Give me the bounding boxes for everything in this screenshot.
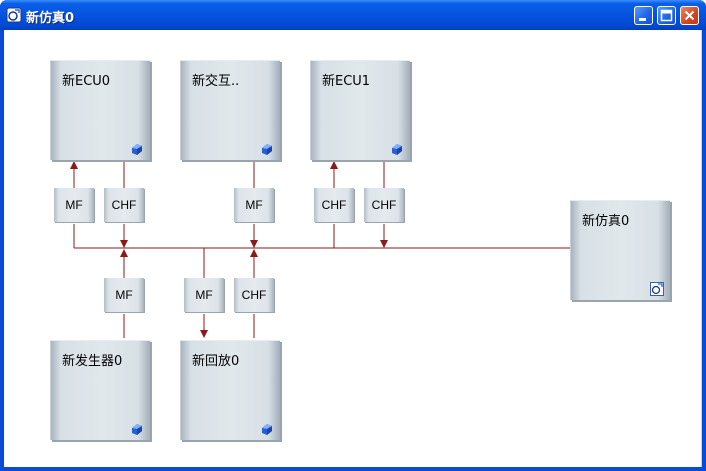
port-ecu1-chf-b[interactable]: CHF [364,188,404,222]
close-button[interactable] [680,6,699,25]
maximize-button[interactable] [657,6,676,25]
port-generator-mf[interactable]: MF [104,278,144,312]
node-label: 新交互.. [192,74,240,89]
node-label: 新回放0 [192,354,240,369]
ecu-cube-icon [260,421,274,435]
ecu-cube-icon [130,141,144,155]
title-bar[interactable]: 新仿真0 [0,0,706,30]
node-label: 新ECU1 [322,74,371,89]
right-edge [701,30,702,467]
port-replay-chf[interactable]: CHF [234,278,274,312]
connector-layer [70,160,570,338]
minimize-button[interactable] [634,6,653,25]
node-ecu0[interactable]: 新ECU0 [50,60,150,160]
node-replay[interactable]: 新回放0 [180,340,280,440]
diagram-canvas[interactable]: 新ECU0 新交互.. 新ECU1 新仿真0 新发生器0 [4,30,702,467]
port-ecu0-chf[interactable]: CHF [104,188,144,222]
ecu-cube-icon [130,421,144,435]
port-interactive-mf[interactable]: MF [234,188,274,222]
window-title: 新仿真0 [26,11,75,26]
port-replay-mf[interactable]: MF [184,278,224,312]
simulation-icon [6,7,22,23]
node-simulation[interactable]: 新仿真0 [570,200,670,300]
node-ecu1[interactable]: 新ECU1 [310,60,410,160]
ecu-cube-icon [390,141,404,155]
node-label: 新ECU0 [62,74,111,89]
port-ecu1-chf-a[interactable]: CHF [314,188,354,222]
simulation-icon [650,281,664,296]
node-label: 新发生器0 [62,354,123,369]
ecu-cube-icon [260,141,274,155]
port-ecu0-mf[interactable]: MF [54,188,94,222]
node-generator[interactable]: 新发生器0 [50,340,150,440]
node-label: 新仿真0 [582,214,630,229]
node-interactive[interactable]: 新交互.. [180,60,280,160]
